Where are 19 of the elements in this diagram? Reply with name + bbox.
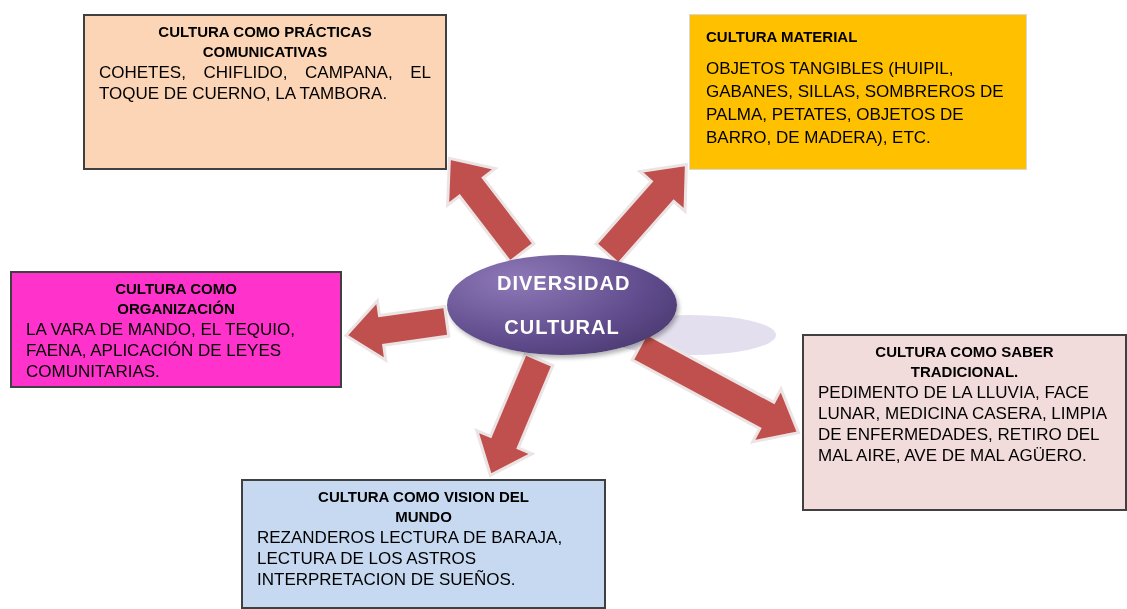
block-arrow bbox=[474, 351, 555, 478]
box-body: LA VARA DE MANDO, EL TEQUIO, FAENA, APLICACIÓN DE LEYES COMUNITARIAS. bbox=[25, 319, 296, 382]
box-heading: CULTURA COMO SABER TRADICIONAL. bbox=[874, 342, 1055, 382]
box-heading: CULTURA COMO PRÁCTICAS COMUNICATIVAS bbox=[157, 22, 373, 62]
block-arrow bbox=[343, 297, 451, 364]
category-box bbox=[10, 271, 342, 388]
box-body: REZANDEROS LECTURA DE BARAJA, LECTURA DE LOS ASTROS INTERPRETACION DE SUEÑOS. bbox=[256, 527, 564, 590]
category-box bbox=[689, 14, 1027, 170]
category-box bbox=[241, 479, 606, 609]
category-box bbox=[802, 334, 1127, 511]
box-heading: CULTURA COMO ORGANIZACIÓN bbox=[114, 279, 238, 319]
box-body: COHETES, CHIFLIDO, CAMPANA, EL TOQUE DE CUERNO, LA TAMBORA. bbox=[98, 62, 432, 104]
box-heading: CULTURA COMO VISION DEL MUNDO bbox=[317, 487, 530, 527]
box-body: OBJETOS TANGIBLES (HUIPIL, GABANES, SILLAS, SOMBREROS DE PALMA, PETATES, OBJETOS DE BARRO, DE MADERA), ETC. bbox=[705, 58, 1005, 149]
category-box bbox=[83, 14, 447, 170]
box-heading: CULTURA MATERIAL bbox=[705, 27, 859, 47]
box-body: PEDIMENTO DE LA LLUVIA, FACE LUNAR, MEDICINA CASERA, LIMPIA DE ENFERMEDADES, RETIRO DEL MAL AIRE, AVE DE MAL AGÜERO. bbox=[817, 382, 1108, 466]
center-title: DIVERSIDAD CULTURAL bbox=[497, 271, 627, 340]
block-arrow bbox=[445, 156, 536, 264]
